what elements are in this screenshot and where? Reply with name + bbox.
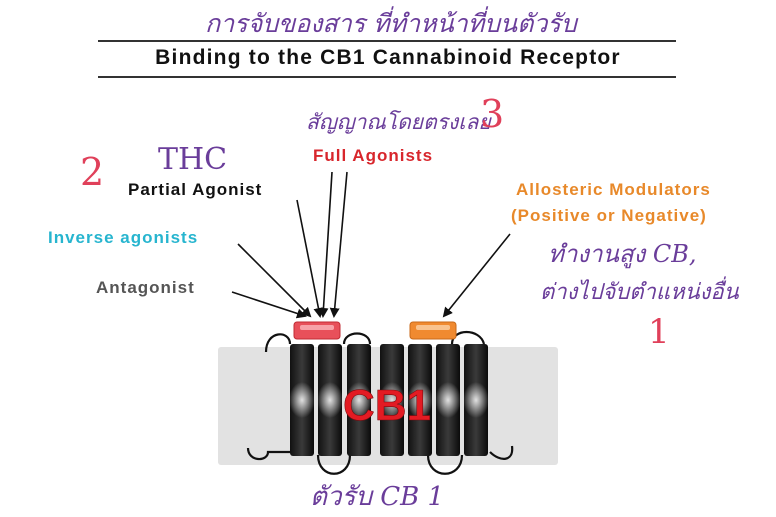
- orthosteric-site-highlight: [300, 325, 334, 330]
- helix-2: [317, 344, 343, 456]
- label-allosteric-line2: (Positive or Negative): [511, 206, 707, 225]
- label-full-agonists: Full Agonists: [313, 146, 434, 165]
- arrow-partial-agonist: [296, 199, 324, 318]
- arrow-allosteric: [442, 233, 511, 318]
- label-partial-agonist: Partial Agonist: [128, 180, 263, 199]
- arrow-inverse-agonists: [237, 243, 312, 318]
- helix-4: [379, 344, 405, 456]
- allosteric-site-highlight: [416, 325, 450, 330]
- receptor-label: CB1: [343, 381, 431, 430]
- label-allosteric-line1: Allosteric Modulators: [516, 180, 711, 199]
- arrow-antagonist: [231, 291, 307, 319]
- handwritten-allosteric-note2: ต่างไปจับตำแหน่งอื่น: [540, 280, 739, 305]
- handwritten-allosteric-note1: ทำงานสูง CB,: [548, 240, 697, 268]
- title-rule-top: [98, 40, 676, 42]
- arrow-full-agonist-2: [329, 171, 348, 318]
- helix-1: [289, 344, 315, 456]
- transmembrane-helices: [289, 344, 489, 456]
- handwritten-top-note: การจับของสาร ที่ทำหน้าที่บนตัวรับ: [205, 9, 577, 38]
- arrow-full-agonist-1: [318, 171, 333, 318]
- helix-6: [435, 344, 461, 456]
- arrows: [231, 171, 511, 319]
- extracellular-loops: [264, 330, 486, 353]
- label-antagonist: Antagonist: [96, 278, 195, 297]
- helix-3: [346, 344, 372, 456]
- handwritten-number-1: 1: [648, 312, 670, 352]
- intracellular-loops: [246, 445, 514, 475]
- helix-5: [407, 344, 433, 456]
- page-title: Binding to the CB1 Cannabinoid Receptor: [155, 46, 621, 69]
- handwritten-thc: THC: [158, 142, 228, 177]
- allosteric-binding-site: [409, 321, 457, 340]
- handwritten-number-3: 3: [480, 92, 505, 136]
- label-inverse-agonists: Inverse agonists: [48, 228, 199, 247]
- handwritten-number-2: 2: [80, 150, 105, 194]
- orthosteric-binding-site: [293, 321, 341, 340]
- handwritten-bottom-note: ตัวรับ CB 1: [310, 482, 445, 512]
- handwritten-full-agonists-note: สัญญาณโดยตรงเลย: [306, 110, 491, 134]
- helix-7: [463, 344, 489, 456]
- title-rule-bottom: [98, 76, 676, 78]
